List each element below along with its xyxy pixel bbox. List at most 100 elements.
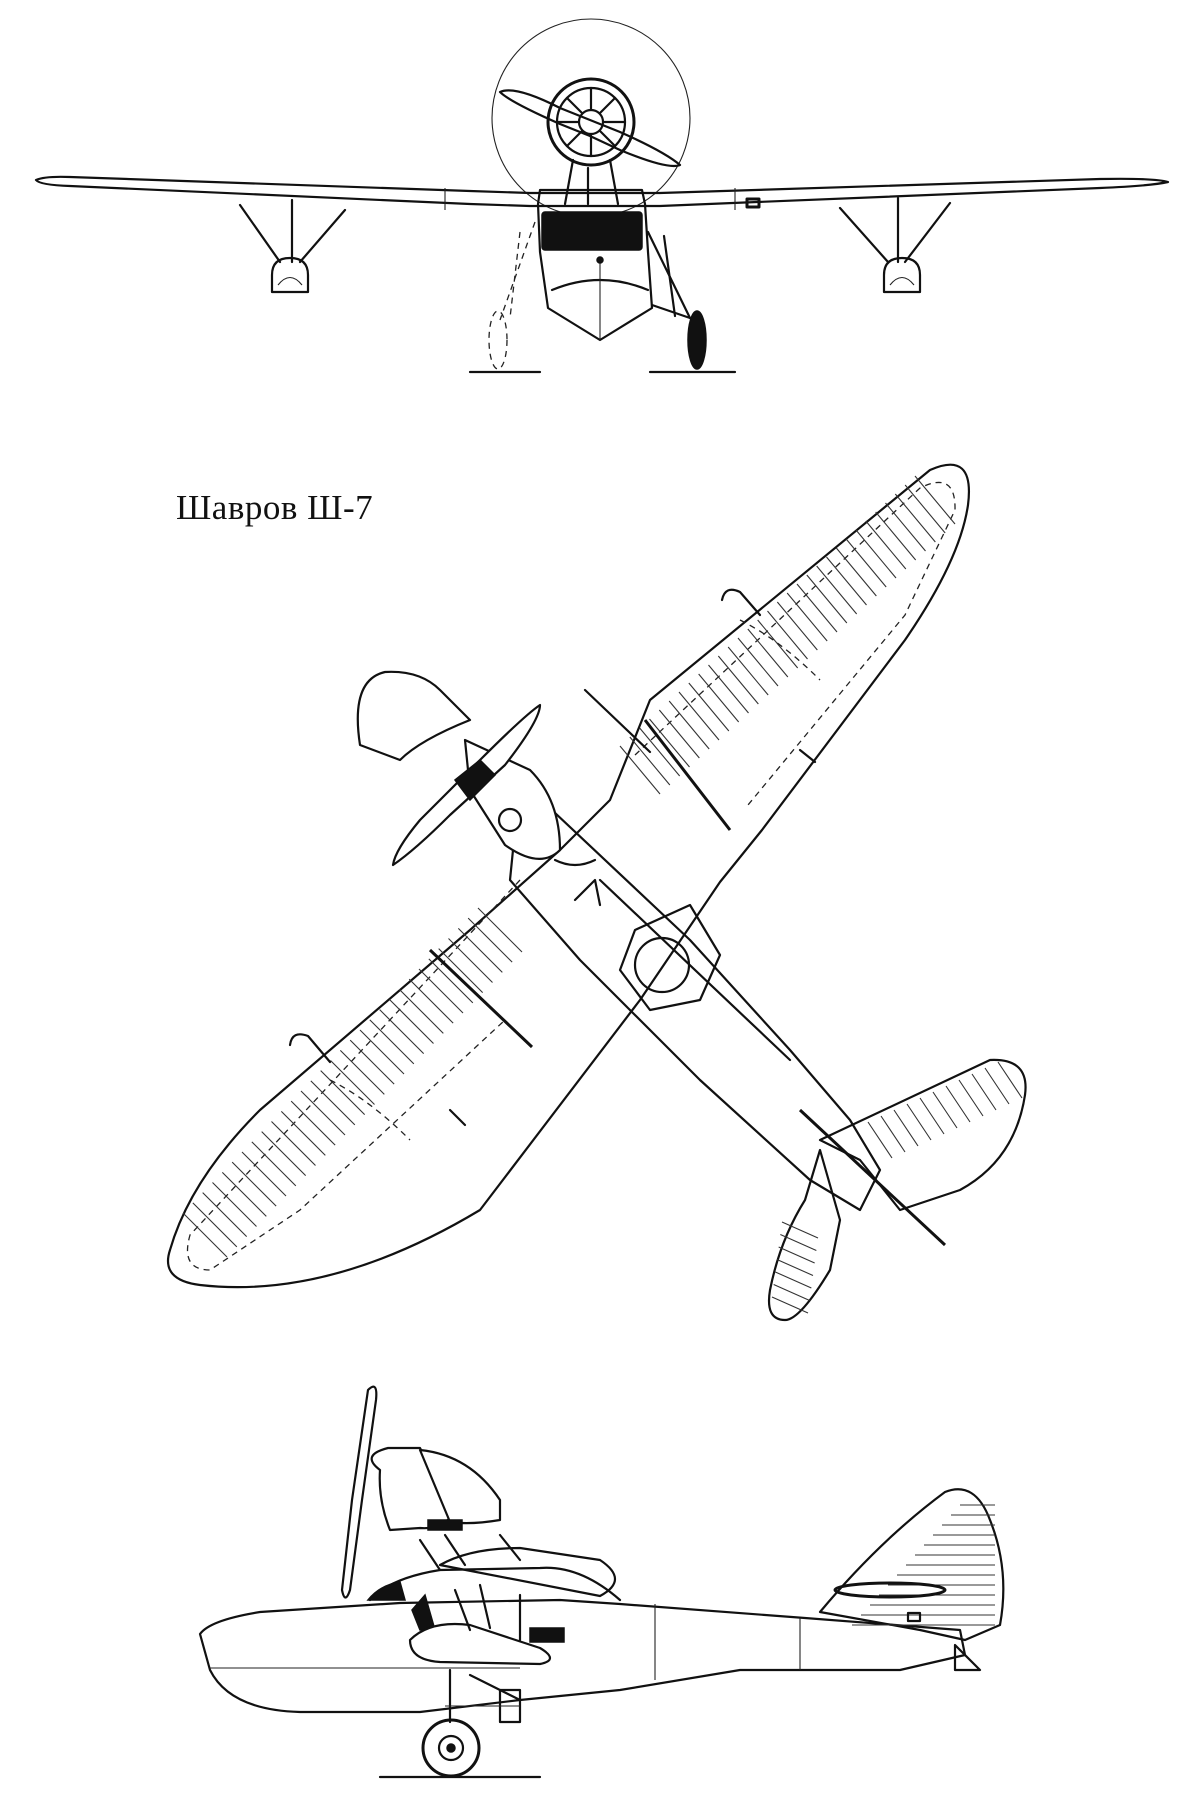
rib-line [649, 718, 690, 768]
aileron-hinge-right [643, 719, 732, 831]
rib-line [932, 1091, 958, 1129]
rib-line [708, 664, 749, 714]
rib-line [221, 1171, 267, 1217]
rib-line [280, 1110, 326, 1156]
propeller-disc [491, 18, 691, 218]
tail-ribs [771, 1061, 1023, 1314]
rib-line [428, 958, 474, 1004]
rib-line [290, 1100, 336, 1146]
rib-line [619, 745, 661, 795]
propeller-side [340, 1385, 378, 1599]
rib-line [477, 907, 523, 953]
float-top-right [720, 588, 762, 617]
rib-line [894, 493, 936, 543]
rib-line [379, 1009, 425, 1055]
rib-line [688, 682, 730, 732]
rib-line [698, 673, 740, 723]
float-top-left [288, 1033, 332, 1064]
rib-line [408, 978, 454, 1024]
rib-line [835, 547, 877, 597]
cockpit-hatch-top [633, 936, 691, 994]
engine-nacelle-top [356, 670, 472, 762]
fuselage-top [508, 778, 882, 1212]
tailplane-right-top [818, 1058, 1027, 1212]
drawing-title: Шавров Ш-7 [176, 488, 374, 527]
float-side [408, 1622, 552, 1666]
rib-line [747, 628, 789, 678]
wing-marker [745, 197, 761, 209]
rib-line [997, 1061, 1023, 1099]
rib-line [330, 1060, 375, 1105]
engine-label-plate [427, 1519, 463, 1531]
tailplane-left-top [767, 1148, 842, 1322]
top-view [167, 463, 1027, 1322]
rib-line [786, 592, 828, 642]
rib-line [771, 1296, 809, 1314]
wing-side [438, 1546, 617, 1598]
rib-line [776, 1258, 814, 1277]
tail-fin-side [818, 1488, 1005, 1642]
rib-line [678, 691, 720, 741]
wing-front [34, 175, 1170, 208]
rib-line [767, 610, 808, 660]
hull-front [536, 188, 654, 342]
float-left-front [238, 198, 347, 294]
rib-line [389, 999, 434, 1044]
fin-top [798, 1108, 947, 1247]
side-view [198, 1385, 1005, 1779]
rib-line [271, 1121, 316, 1166]
rib-line [773, 1283, 810, 1302]
cabin-roof-side [368, 1566, 622, 1602]
rib-line [310, 1080, 356, 1126]
aileron-hinge-left [428, 948, 534, 1049]
rib-line [668, 700, 710, 750]
wing-ribs-left [182, 907, 523, 1258]
rib-line [658, 709, 700, 759]
rib-line [182, 1212, 228, 1258]
rib-line [775, 1271, 812, 1289]
cabin-window-front [541, 211, 643, 251]
propeller-front [498, 89, 682, 168]
rib-line [945, 1085, 971, 1123]
rib-line [906, 1103, 932, 1141]
rib-line [320, 1070, 366, 1116]
rib-line [639, 727, 681, 777]
rib-line [914, 475, 956, 525]
rib-line [369, 1019, 415, 1065]
front-view [34, 18, 1170, 374]
hull-side [198, 1598, 967, 1714]
rib-line [904, 484, 946, 534]
rib-line [806, 574, 848, 624]
float-right-front [838, 196, 952, 294]
rib-line [467, 917, 513, 963]
rib-line [300, 1090, 346, 1136]
rib-line [339, 1049, 385, 1095]
rib-line [192, 1202, 238, 1248]
rib-line [457, 927, 503, 973]
rib-line [778, 1246, 815, 1264]
wing-spar-right [634, 481, 956, 806]
rib-line [855, 529, 897, 579]
engine-front [546, 77, 636, 167]
rib-line [880, 1115, 906, 1153]
rib-line [398, 988, 444, 1034]
rib-line [781, 1221, 819, 1239]
wing-ribs-right [619, 475, 956, 795]
rib-line [359, 1029, 405, 1075]
rib-line [448, 938, 493, 983]
rib-line [796, 583, 838, 633]
landing-gear-front [646, 230, 737, 374]
landing-gear-front-retracted [468, 221, 542, 374]
rib-line [865, 520, 907, 570]
cabin-window-side-1 [366, 1581, 406, 1601]
rib-line [776, 601, 818, 651]
rib-line [893, 1109, 919, 1147]
cockpit-frame-top [618, 903, 722, 1012]
main-wheel-side [421, 1718, 481, 1778]
rib-line [418, 968, 464, 1014]
fin-ribs [852, 1504, 995, 1626]
rib-line [816, 565, 858, 615]
main-wing-top [167, 463, 970, 1289]
